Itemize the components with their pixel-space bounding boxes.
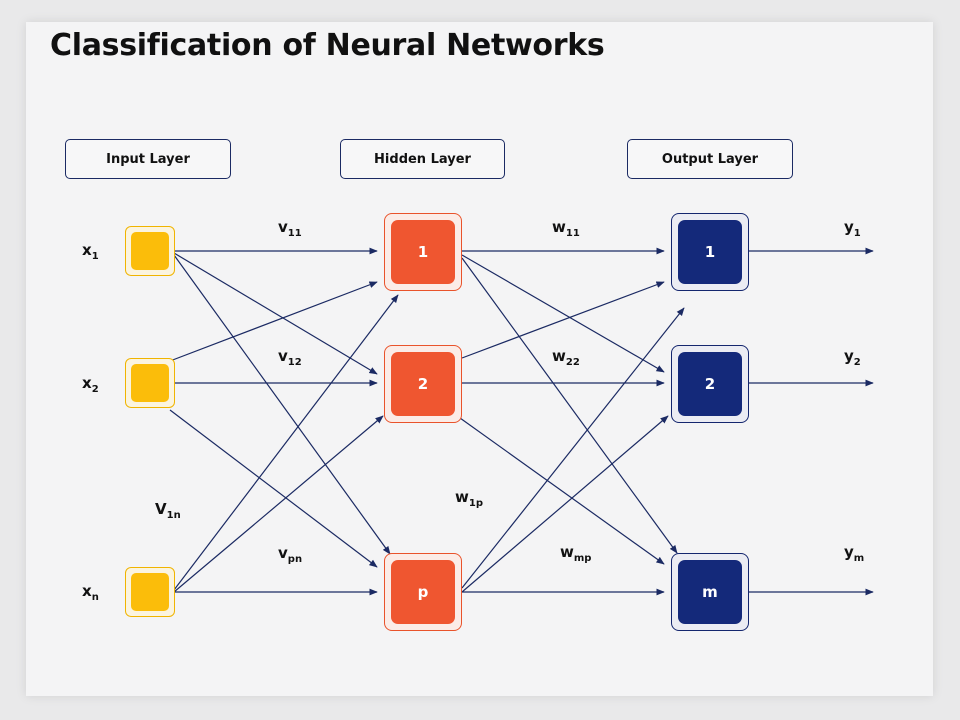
output-label-y2: y2	[844, 347, 861, 368]
weight-label-v12: v12	[278, 347, 302, 368]
weight-label-w11: w11	[552, 218, 580, 239]
weight-label-w22: w22	[552, 347, 580, 368]
input-node-1	[125, 226, 175, 276]
link-h1-om	[461, 257, 678, 554]
link-h1-o2	[461, 254, 665, 373]
output-layer-box: Output Layer	[627, 139, 793, 179]
link-x2-hp	[169, 409, 378, 568]
output-node-2: 2	[671, 345, 749, 423]
output-layer-label: Output Layer	[661, 151, 759, 167]
output-node-1: 1	[671, 213, 749, 291]
hidden-node-p: p	[384, 553, 462, 631]
link-xn-h1	[173, 294, 399, 591]
input-node-n	[125, 567, 175, 617]
weight-label-v11: v11	[278, 218, 302, 239]
link-hp-o2	[461, 415, 669, 593]
weight-label-wmp: wmp	[560, 543, 592, 564]
hidden-node-1: 1	[384, 213, 462, 291]
link-hp-o1	[461, 307, 685, 589]
weight-label-v1n: V1n	[155, 500, 181, 521]
page-title: Classification of Neural Networks	[50, 28, 605, 63]
link-xn-h2	[173, 415, 384, 593]
link-x1-h2	[173, 252, 378, 375]
output-label-y1: y1	[844, 218, 861, 239]
link-h2-o1	[461, 281, 665, 359]
slide-card	[26, 22, 933, 696]
input-layer-box: Input Layer	[65, 139, 231, 179]
link-x1-hp	[173, 254, 391, 555]
output-node-m: m	[671, 553, 749, 631]
hidden-layer-box: Hidden Layer	[340, 139, 505, 179]
input-label-x2: x2	[82, 374, 99, 395]
weight-label-vpn: vpn	[278, 544, 303, 565]
input-layer-label: Input Layer	[106, 151, 190, 167]
output-label-ym: ym	[844, 543, 865, 564]
input-node-2	[125, 358, 175, 408]
link-h2-om	[459, 417, 665, 565]
hidden-node-2: 2	[384, 345, 462, 423]
weight-label-w1p: w1p	[455, 488, 483, 509]
link-x2-h1	[169, 281, 378, 362]
input-label-x1: x1	[82, 241, 99, 262]
hidden-layer-label: Hidden Layer	[374, 151, 471, 167]
input-label-xn: xn	[82, 582, 99, 603]
